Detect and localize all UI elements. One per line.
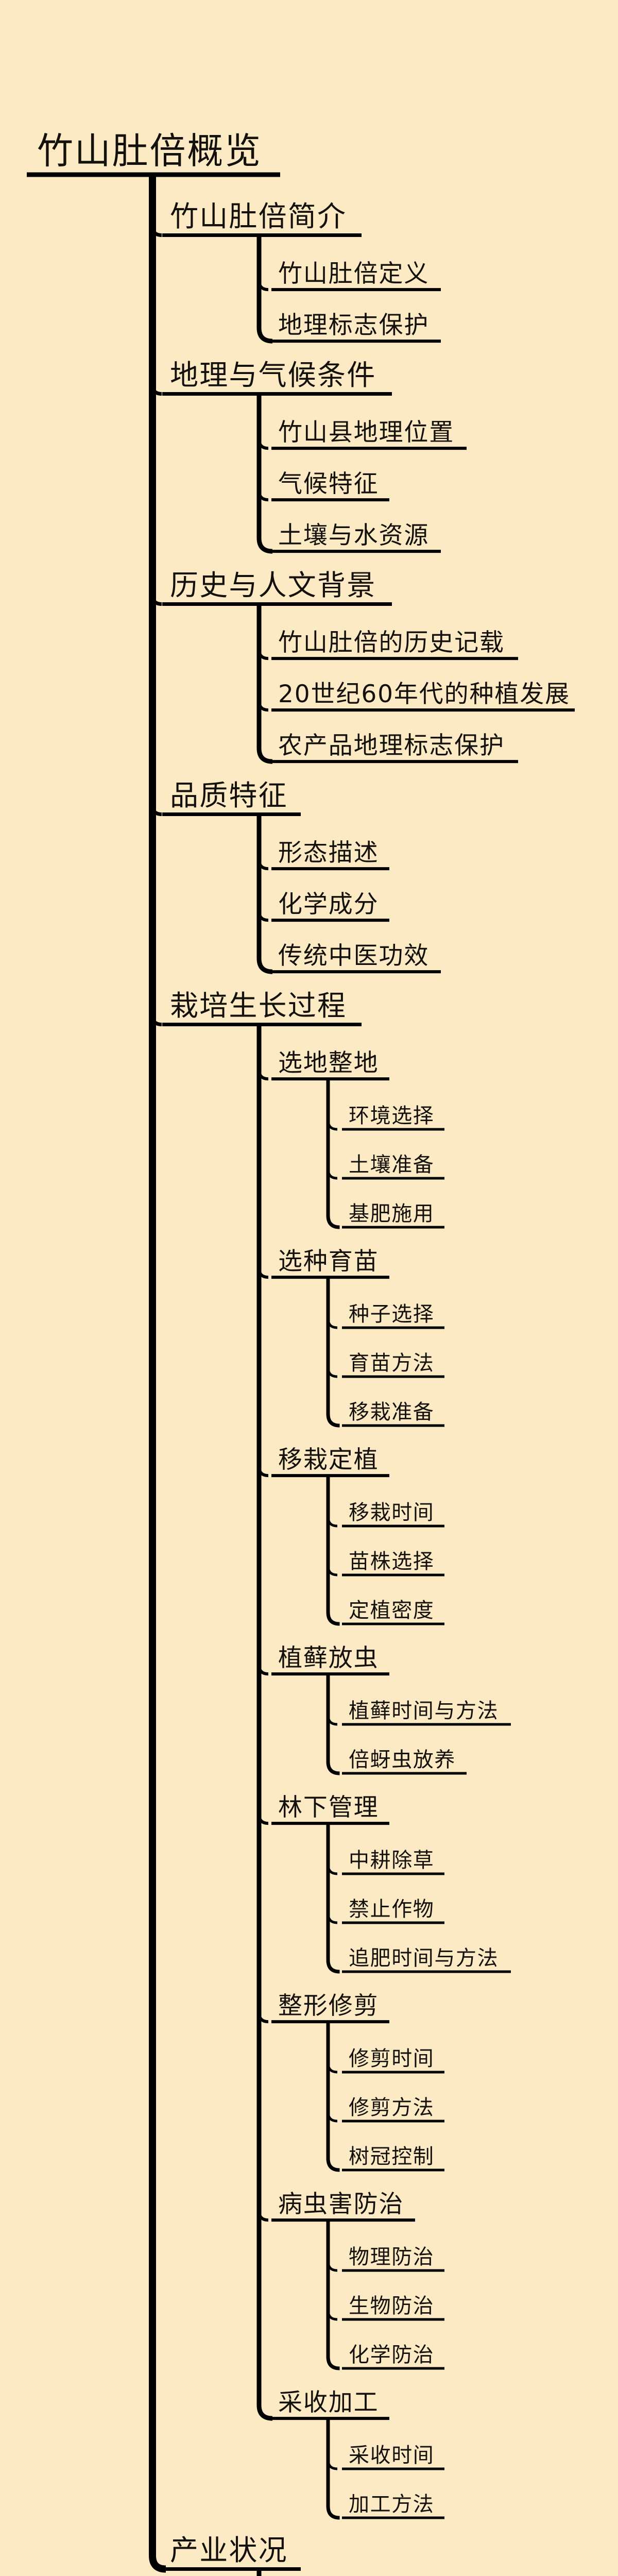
mindmap-branch-stub bbox=[327, 1516, 338, 1528]
mindmap-node-label-l2: 竹山肚倍的历史记载 bbox=[278, 628, 505, 657]
mindmap-node-label-l3: 移栽时间 bbox=[349, 1500, 435, 1524]
mindmap-branch-stub bbox=[258, 280, 269, 292]
mindmap-node-label-l3: 育苗方法 bbox=[349, 1351, 435, 1375]
mindmap-branch-spine-l2 bbox=[326, 2220, 340, 2370]
mindmap-branch-stub bbox=[327, 1715, 338, 1726]
mindmap-node-label-l3: 种子选择 bbox=[349, 1302, 435, 1326]
mindmap-node-label-l3: 化学防治 bbox=[349, 2343, 435, 2367]
mindmap-node-label-l3: 环境选择 bbox=[349, 1104, 435, 1128]
mindmap-branch-stub bbox=[258, 910, 269, 922]
mindmap-node-label-l3: 基肥施用 bbox=[349, 1201, 435, 1226]
mindmap-node-label-l3: 植藓时间与方法 bbox=[349, 1699, 499, 1723]
mindmap-branch-spine-l1 bbox=[256, 235, 273, 344]
mindmap-node-label-l2: 林下管理 bbox=[278, 1793, 379, 1822]
mindmap-node-label-l2: 20世纪60年代的种植发展 bbox=[278, 680, 571, 708]
mindmap-node-label-l2: 病虫害防治 bbox=[278, 2190, 404, 2218]
mindmap-branch-stub bbox=[327, 2261, 338, 2272]
mindmap-node-label-l3: 物理防治 bbox=[349, 2245, 435, 2269]
mindmap-branch-spine-l2 bbox=[326, 1823, 340, 1974]
mindmap-node-label-l1: 地理与气候条件 bbox=[170, 358, 376, 392]
mindmap-branch-stub bbox=[327, 1120, 338, 1131]
mindmap-branch-spine-l1 bbox=[256, 604, 273, 764]
mindmap-node-label-l3: 修剪时间 bbox=[349, 2046, 435, 2071]
mindmap-node-label-l3: 苗株选择 bbox=[349, 1549, 435, 1573]
mindmap-branch-spine-l1 bbox=[256, 1024, 273, 2421]
mindmap-branch-spine-l2 bbox=[326, 1476, 340, 1626]
mindmap-node-label-l3: 生物防治 bbox=[349, 2294, 435, 2318]
mindmap-branch-spine-l2 bbox=[326, 2418, 340, 2520]
mindmap-branch-stub bbox=[327, 2111, 338, 2123]
mindmap-node-label-l1: 历史与人文背景 bbox=[170, 568, 376, 602]
mindmap-branch-stub bbox=[258, 438, 269, 450]
mindmap-branch-stub bbox=[327, 2062, 338, 2074]
mindmap-node-label-l3: 土壤准备 bbox=[349, 1153, 435, 1177]
mindmap-branch-spine-l2 bbox=[326, 1079, 340, 1229]
mindmap-branch-stub bbox=[327, 1864, 338, 1875]
mindmap-node-label-l3: 追肥时间与方法 bbox=[349, 1946, 499, 1970]
mindmap-node-label-l1: 品质特征 bbox=[170, 778, 288, 812]
mindmap-node-label-l2: 土壤与水资源 bbox=[278, 521, 430, 550]
mindmap-branch-stub bbox=[258, 700, 269, 712]
mindmap-branch-stub bbox=[258, 1466, 269, 1478]
mindmap-node-label-l1: 竹山肚倍简介 bbox=[170, 199, 347, 233]
mindmap-root-label: 竹山肚倍概览 bbox=[37, 129, 262, 172]
mindmap-branch-stub bbox=[258, 859, 269, 871]
mindmap-branch-stub bbox=[258, 1267, 269, 1279]
mindmap-node-label-l2: 竹山县地理位置 bbox=[278, 418, 455, 447]
mindmap-node-label-l2: 气候特征 bbox=[278, 469, 379, 498]
mindmap-branch-stub bbox=[258, 1814, 269, 1825]
mindmap-node-label-l2: 竹山肚倍定义 bbox=[278, 259, 430, 288]
mindmap-node-label-l2: 移栽定植 bbox=[278, 1445, 379, 1474]
mindmap-branch-stub bbox=[258, 1069, 269, 1081]
mindmap-branch-stub bbox=[150, 805, 162, 816]
mindmap-branch-stub bbox=[150, 226, 162, 237]
mindmap-node-label-l3: 修剪方法 bbox=[349, 2095, 435, 2120]
mindmap-branch-stub bbox=[258, 2012, 269, 2024]
mindmap-node-label-l2: 形态描述 bbox=[278, 838, 379, 867]
mindmap-node-label-l2: 植藓放虫 bbox=[278, 1643, 379, 1672]
mindmap-branch-stub bbox=[327, 2310, 338, 2321]
mindmap-node-label-l2: 整形修剪 bbox=[278, 1991, 379, 2020]
mindmap-node-label-l2: 选地整地 bbox=[278, 1048, 379, 1077]
mindmap-node-label-l2: 选种育苗 bbox=[278, 1247, 379, 1276]
mindmap-node-label-l2: 化学成分 bbox=[278, 890, 379, 919]
mindmap-node-label-l3: 定植密度 bbox=[349, 1598, 435, 1622]
mindmap-branch-stub bbox=[150, 384, 162, 396]
mindmap-branch-spine-l2 bbox=[326, 2022, 340, 2172]
mindmap-node-label-l2: 采收加工 bbox=[278, 2388, 379, 2417]
mindmap-branch-stub bbox=[327, 1367, 338, 1378]
mindmap-node-label-l3: 采收时间 bbox=[349, 2443, 435, 2467]
mindmap-node-label-l3: 加工方法 bbox=[349, 2492, 435, 2516]
mindmap-branch-stub bbox=[258, 2210, 269, 2222]
mindmap-node-label-l2: 地理标志保护 bbox=[278, 311, 430, 340]
mindmap-branch-stub bbox=[150, 1015, 162, 1026]
mindmap-node-label-l3: 中耕除草 bbox=[349, 1848, 435, 1872]
mindmap-branch-stub bbox=[150, 595, 162, 606]
mindmap-branch-stub bbox=[327, 1565, 338, 1577]
mindmap-node-label-l3: 移栽准备 bbox=[349, 1400, 435, 1424]
mindmap-branch-spine-l1 bbox=[256, 394, 273, 554]
mindmap-branch-spine-l2 bbox=[326, 1277, 340, 1428]
mindmap-node-label-l3: 禁止作物 bbox=[349, 1897, 435, 1921]
mindmap-node-label-l2: 农产品地理标志保护 bbox=[278, 731, 505, 760]
mindmap-branch-spine-l0 bbox=[149, 175, 166, 2573]
mindmap-branch-spine-l2 bbox=[326, 1674, 340, 1775]
mindmap-node-label-l3: 倍蚜虫放养 bbox=[349, 1748, 456, 1772]
mindmap-branch-stub bbox=[327, 1318, 338, 1329]
mindmap-branch-stub bbox=[258, 649, 269, 660]
mindmap-node-label-l3: 树冠控制 bbox=[349, 2144, 435, 2168]
mindmap-node-label-l2: 传统中医功效 bbox=[278, 941, 430, 970]
mindmap-branch-stub bbox=[258, 490, 269, 502]
mindmap-branch-stub bbox=[327, 1913, 338, 1924]
mindmap-node-label-l1: 产业状况 bbox=[170, 2533, 288, 2567]
mindmap-branch-stub bbox=[258, 1664, 269, 1676]
mindmap-branch-spine-l1 bbox=[256, 814, 273, 974]
mindmap-branch-stub bbox=[327, 2459, 338, 2470]
mindmap-node-label-l1: 栽培生长过程 bbox=[170, 989, 347, 1022]
mindmap-branch-stub bbox=[327, 1168, 338, 1180]
